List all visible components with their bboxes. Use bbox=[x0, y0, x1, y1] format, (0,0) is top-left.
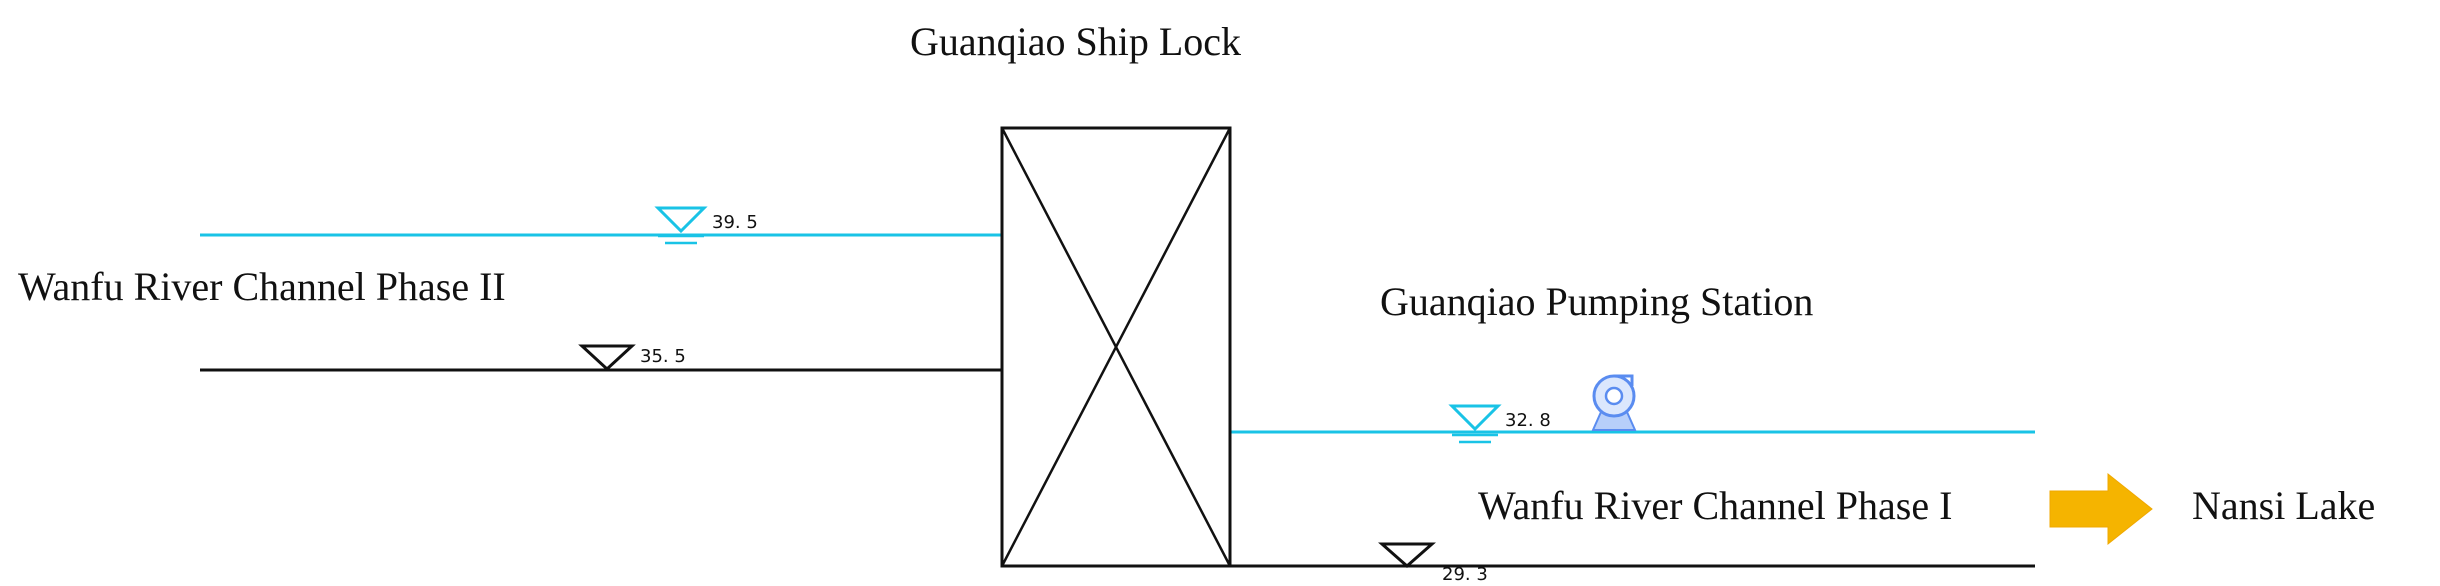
arrow-right-icon bbox=[2049, 472, 2153, 546]
downstream-water-level: 32. 8 bbox=[1505, 410, 1551, 431]
pump-icon bbox=[1591, 374, 1637, 431]
water-level-marker-icon bbox=[654, 206, 708, 245]
ship-lock-structure bbox=[1000, 126, 1232, 568]
upstream-channel-label: Wanfu River Channel Phase II bbox=[18, 264, 506, 309]
bed-level-marker-icon bbox=[578, 344, 636, 372]
pumping-station-label: Guanqiao Pumping Station bbox=[1380, 279, 1814, 324]
downstream-bed-level: 29. 3 bbox=[1442, 564, 1488, 585]
destination-label: Nansi Lake bbox=[2192, 483, 2376, 528]
upstream-water-level: 39. 5 bbox=[712, 212, 758, 233]
water-level-marker-icon bbox=[1448, 404, 1502, 444]
downstream-channel-label: Wanfu River Channel Phase I bbox=[1478, 483, 1953, 528]
ship-lock-label: Guanqiao Ship Lock bbox=[910, 19, 1242, 64]
bed-level-marker-icon bbox=[1378, 542, 1436, 568]
upstream-bed-level: 35. 5 bbox=[640, 346, 686, 367]
